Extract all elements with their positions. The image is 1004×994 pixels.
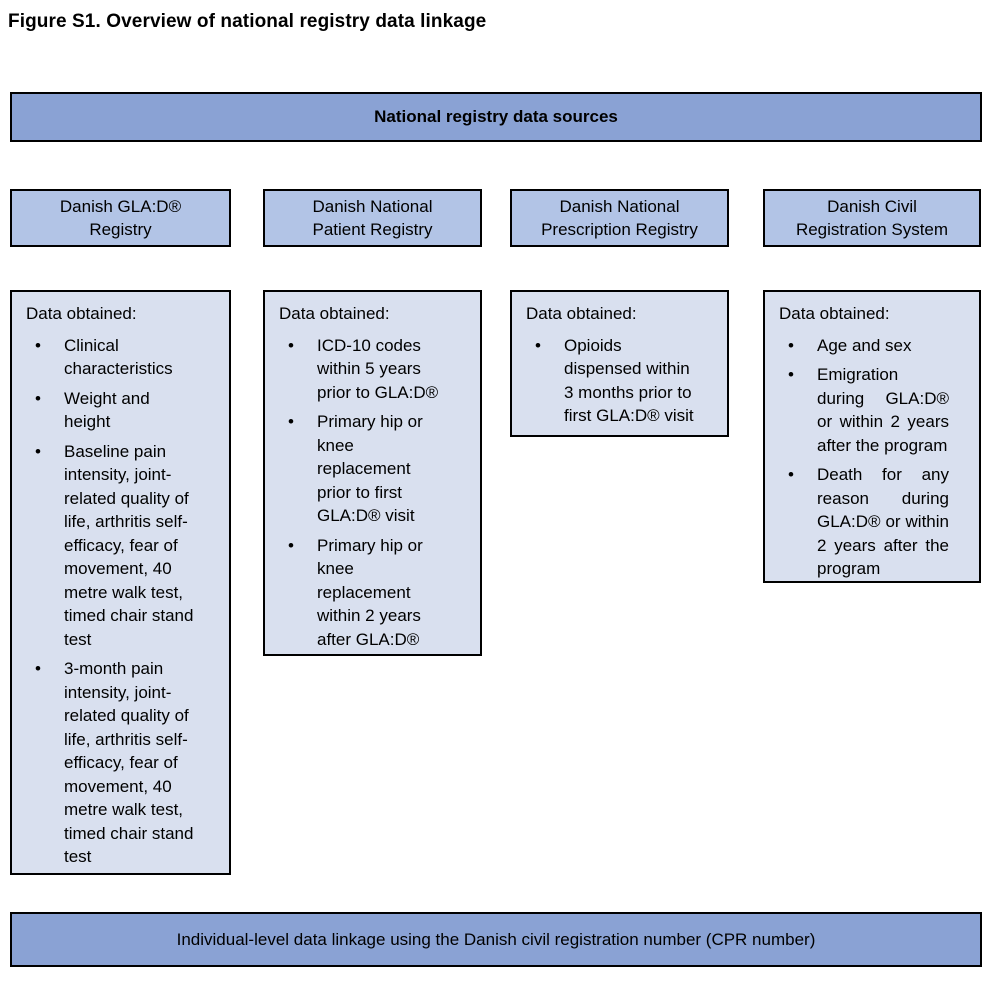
bullet-text: Opioids dispensed within 3 months prior … (564, 335, 694, 426)
bullet-icon: • (35, 441, 41, 461)
registry-box-civil-label: Danish Civil Registration System (795, 197, 949, 239)
bullet-text: 3-month pain intensity, joint-related qu… (64, 659, 194, 866)
bullet-icon: • (35, 659, 41, 678)
bullet-icon: • (288, 335, 294, 355)
data-box-glad: Data obtained: • Clinical characteristic… (10, 290, 231, 875)
bullet-icon: • (788, 365, 794, 384)
bullet-icon: • (35, 388, 41, 408)
figure-title: Figure S1. Overview of national registry… (8, 11, 487, 32)
data-box-patient: Data obtained: • ICD-10 codes within 5 y… (263, 290, 482, 656)
data-box-prescription-heading: Data obtained: (526, 304, 637, 323)
registry-box-civil: Danish Civil Registration System (763, 189, 981, 247)
bullet-text: Baseline pain intensity, joint-related q… (64, 441, 194, 649)
data-box-prescription: Data obtained: • Opioids dispensed withi… (510, 290, 729, 437)
footer-bar: Individual-level data linkage using the … (10, 912, 982, 967)
bullet-text: Emigration during GLA:D® or within 2 yea… (817, 365, 949, 455)
registry-box-glad-label: Danish GLA:D® Registry (59, 197, 182, 239)
data-box-civil: Data obtained: • Age and sex • Emigratio… (763, 290, 981, 583)
bullet-text: ICD-10 codes within 5 years prior to GLA… (317, 335, 439, 402)
bullet-text: Clinical characteristics (64, 335, 173, 379)
bullet-item: • Opioids dispensed within 3 months prio… (526, 334, 721, 428)
bullet-item: • Primary hip or knee replacement prior … (279, 410, 474, 528)
bullet-item: • Baseline pain intensity, joint-related… (26, 440, 223, 652)
bullet-item: • Death for any reason during GLA:D® or … (779, 463, 973, 581)
header-bar: National registry data sources (10, 92, 982, 142)
bullet-icon: • (288, 412, 294, 431)
bullet-icon: • (788, 465, 794, 484)
bullet-icon: • (288, 535, 294, 555)
bullet-text: Death for any reason during GLA:D® or wi… (817, 465, 949, 578)
data-box-patient-heading: Data obtained: (279, 304, 390, 323)
bullet-item: • Age and sex (779, 334, 973, 358)
bullet-item: • Primary hip or knee replacement within… (279, 534, 474, 652)
registry-box-prescription-label: Danish National Prescription Registry (541, 197, 698, 239)
bullet-item: • ICD-10 codes within 5 years prior to G… (279, 334, 474, 405)
bullet-item: • Clinical characteristics (26, 334, 223, 381)
data-box-glad-heading: Data obtained: (26, 304, 137, 323)
registry-box-prescription: Danish National Prescription Registry (510, 189, 729, 247)
footer-bar-label: Individual-level data linkage using the … (176, 929, 816, 949)
bullet-text: Weight and height (64, 388, 150, 432)
registry-box-patient: Danish National Patient Registry (263, 189, 482, 247)
bullet-icon: • (788, 335, 794, 355)
bullet-item: • Weight and height (26, 387, 223, 434)
bullet-item: • 3-month pain intensity, joint-related … (26, 657, 223, 869)
bullet-text: Primary hip or knee replacement prior to… (317, 412, 423, 525)
bullet-text: Primary hip or knee replacement within 2… (317, 535, 423, 649)
data-box-civil-heading: Data obtained: (779, 304, 890, 323)
registry-box-patient-label: Danish National Patient Registry (312, 197, 433, 239)
bullet-item: • Emigration during GLA:D® or within 2 y… (779, 363, 973, 457)
registry-box-glad: Danish GLA:D® Registry (10, 189, 231, 247)
header-bar-label: National registry data sources (374, 107, 618, 126)
bullet-text: Age and sex (817, 335, 912, 355)
bullet-icon: • (535, 335, 541, 355)
bullet-icon: • (35, 335, 41, 355)
